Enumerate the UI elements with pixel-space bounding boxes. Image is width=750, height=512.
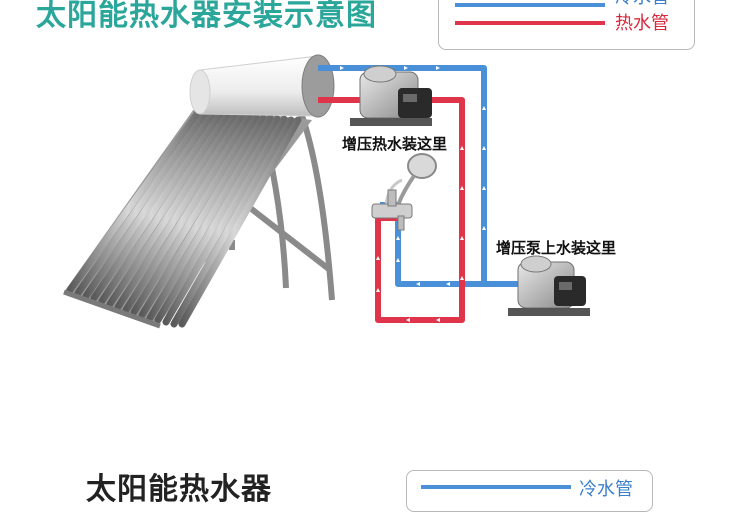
bottom-cold-pipe-label: 冷水管 [579,475,633,501]
water-tank [190,55,334,117]
cold-pump-install-label: 增压泵上水装这里 [496,237,616,258]
bottom-pipe-legend: 冷水管 [406,470,653,512]
hot-pump-install-label: 增压热水装这里 [342,133,447,154]
cold-water-booster-pump [508,256,590,316]
solar-heater-heading: 太阳能热水器 [86,464,272,508]
hot-water-booster-pump [350,66,432,126]
bottom-cold-pipe-swatch [421,485,571,489]
vacuum-tube-array [64,106,312,326]
installation-diagram [0,0,750,487]
